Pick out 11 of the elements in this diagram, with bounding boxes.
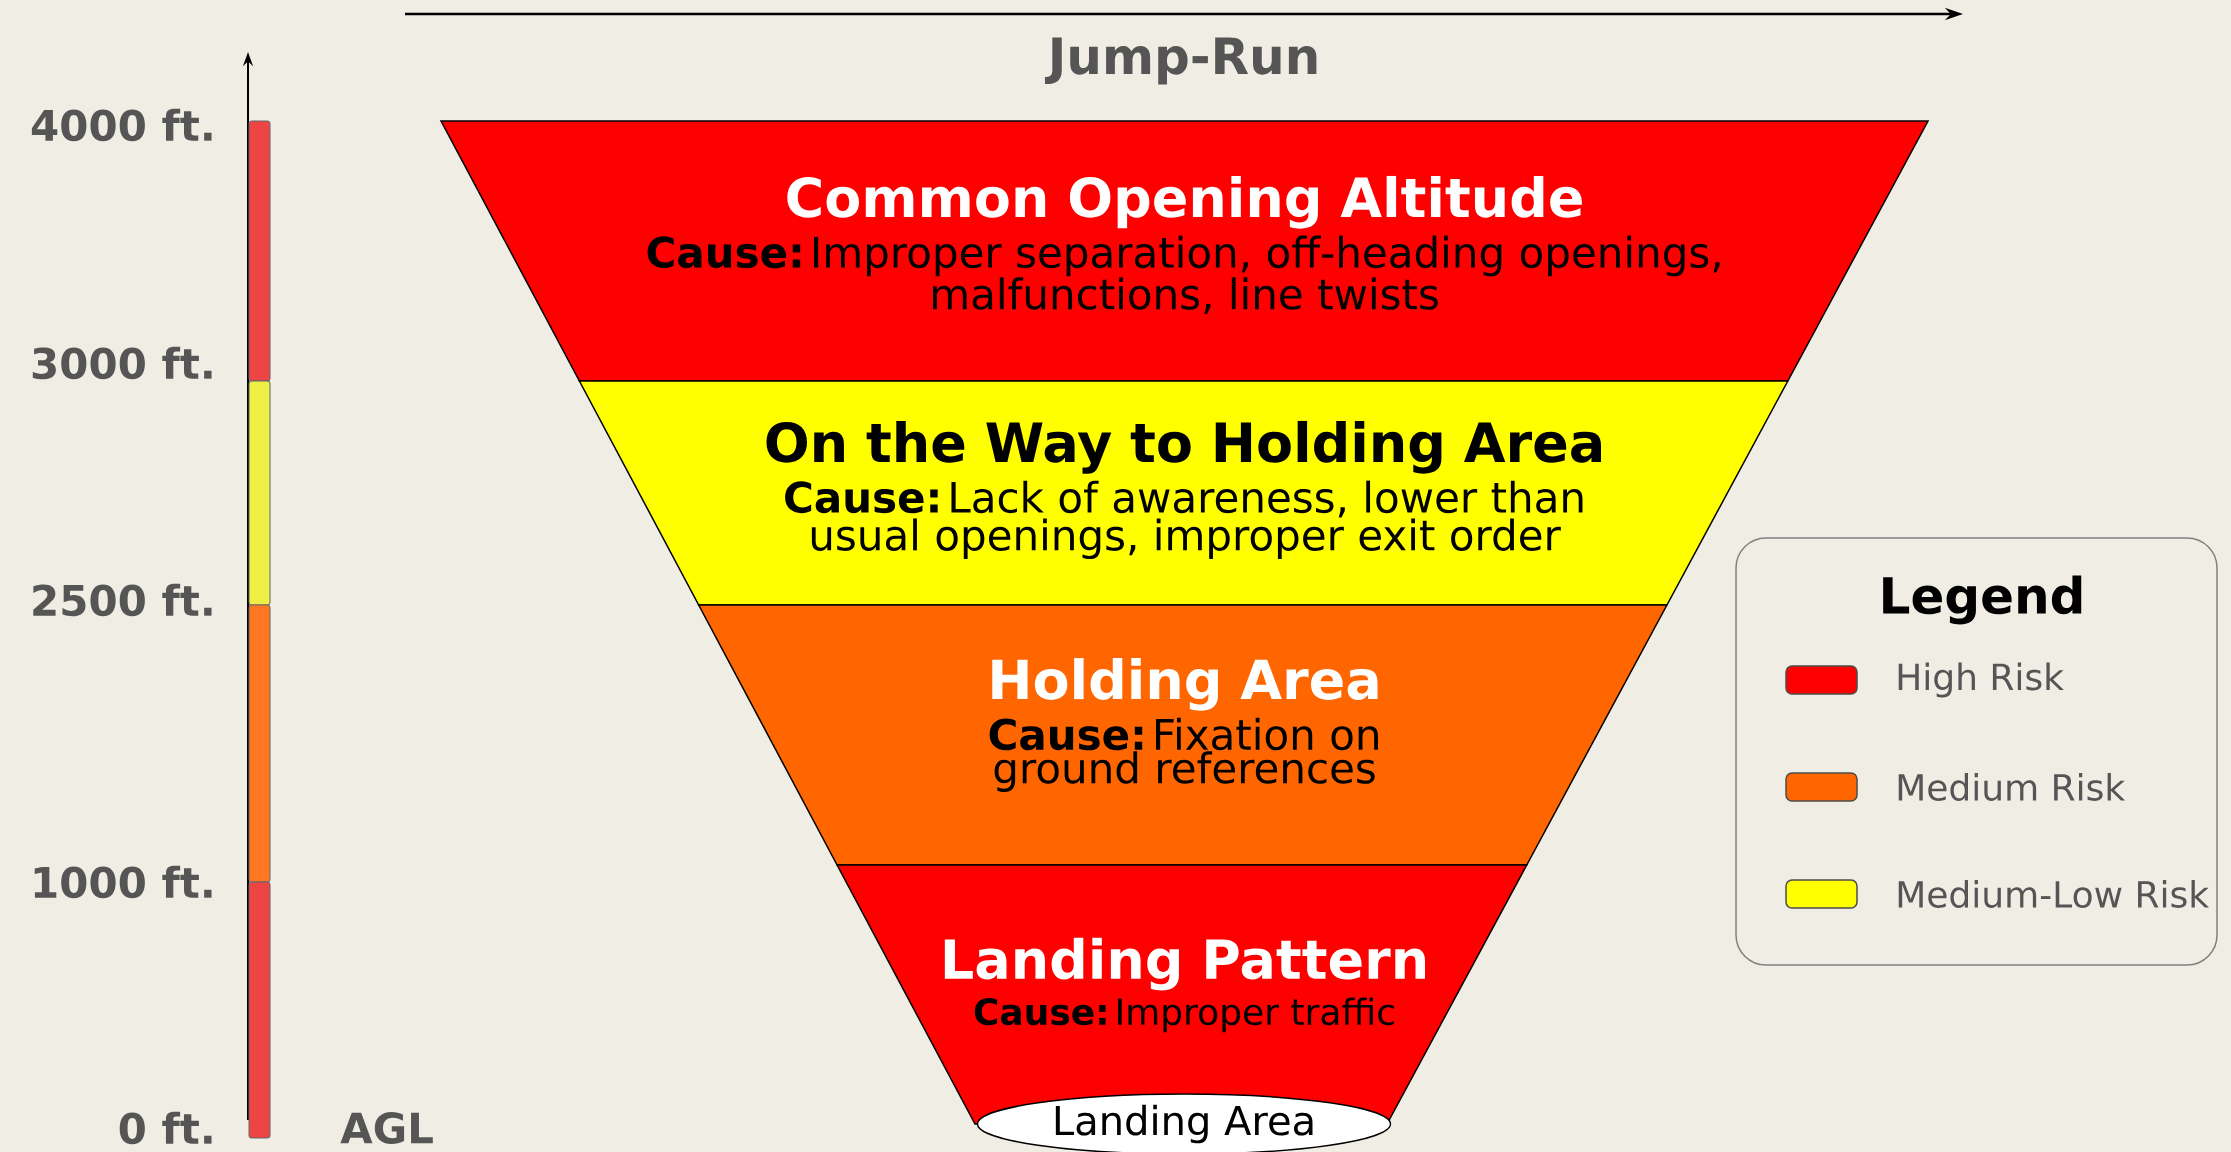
funnel-band: Holding Area Cause: Fixation on ground references [697, 604, 1669, 866]
legend-title: Legend [1883, 575, 2082, 625]
legend-text: High Risk [1898, 662, 2064, 698]
altitude-label: 3000 ft. [32, 346, 212, 380]
altitude-label: 2500 ft. [33, 583, 212, 617]
legend-text: Medium-Low Risk [1898, 880, 2210, 908]
altitude-label: 4000 ft. [31, 108, 212, 142]
unit-label: AGL [340, 1112, 433, 1144]
altitude-label: 1000 ft. [34, 865, 212, 899]
legend-text: Medium Risk [1898, 773, 2126, 801]
altitude-label: 0 ft. [119, 1111, 212, 1145]
